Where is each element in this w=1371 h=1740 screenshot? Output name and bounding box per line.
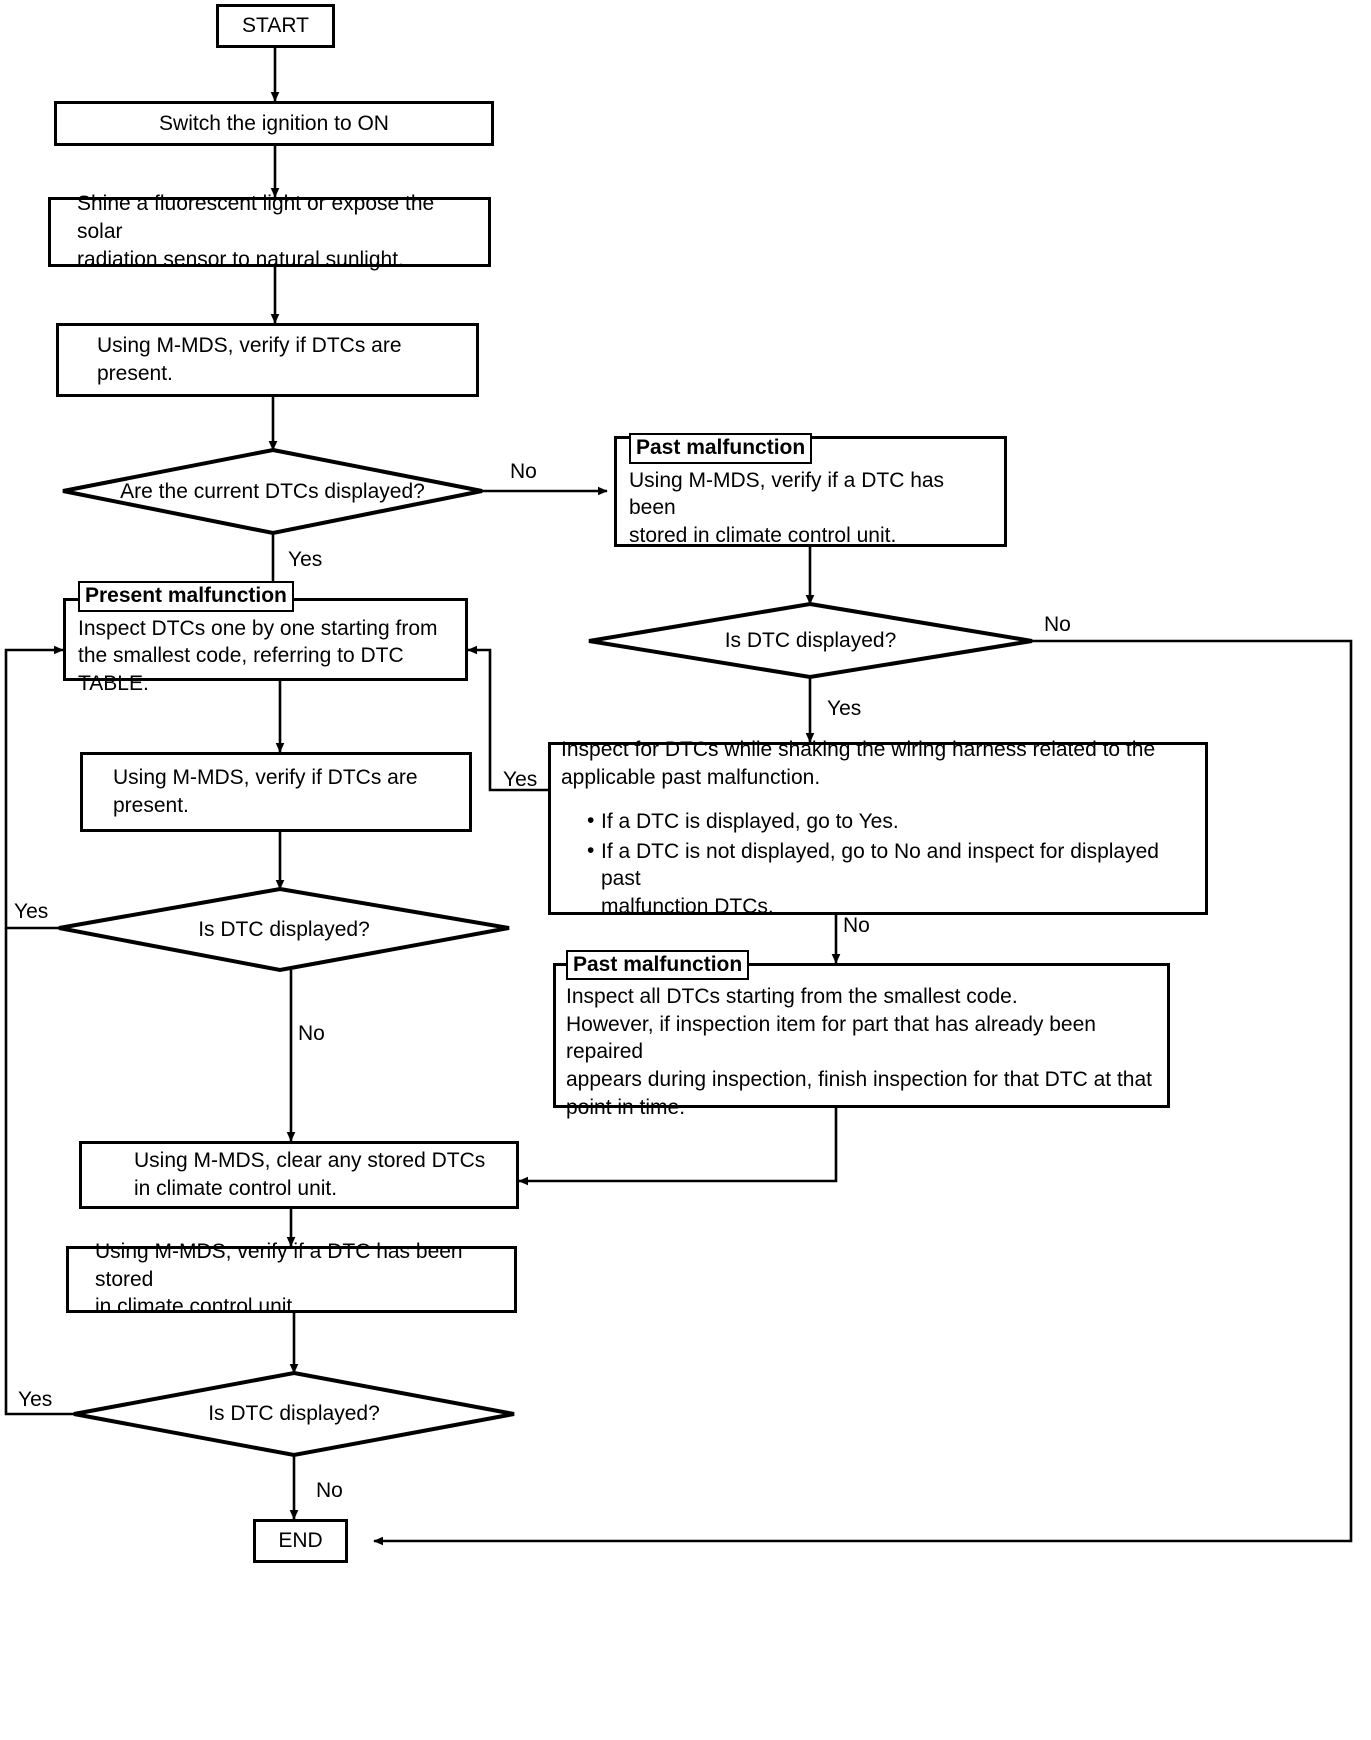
node-past-malfunction-1-body: Past malfunction Using M-MDS, verify if …	[617, 433, 1004, 549]
decision-shape-left	[58, 886, 510, 973]
decision-shape-current	[62, 447, 483, 536]
edge-label-left-yes: Yes	[14, 900, 49, 923]
node-verify-present-1-label: Using M-MDS, verify if DTCs are present.	[97, 334, 402, 385]
node-past-malfunction-1[interactable]: Past malfunction Using M-MDS, verify if …	[614, 433, 1007, 549]
bullet-item: If a DTC is displayed, go to Yes.	[587, 807, 1185, 836]
node-end[interactable]: END	[253, 1519, 348, 1563]
node-shake-harness-label: Inspect for DTCs while shaking the wirin…	[561, 738, 1156, 790]
node-shake-harness-bullets: If a DTC is displayed, go to Yes. If a D…	[561, 807, 1195, 921]
edge-shake-present-yes	[467, 645, 548, 792]
node-past-malfunction-2-label: Inspect all DTCs starting from the small…	[566, 984, 1152, 1119]
edge-label-shake-yes: Yes	[503, 768, 538, 791]
edge-label-shake-no: No	[843, 914, 870, 937]
node-present-malfunction-label: Inspect DTCs one by one starting from th…	[78, 616, 438, 695]
node-verify-present-2[interactable]: Using M-MDS, verify if DTCs are present.	[80, 752, 472, 832]
node-clear-dtcs-label: Using M-MDS, clear any stored DTCs in cl…	[134, 1149, 486, 1200]
edge-qright-end-no	[373, 639, 1353, 1546]
spacer	[561, 792, 1195, 806]
node-verify-present-1[interactable]: Using M-MDS, verify if DTCs are present.	[56, 323, 479, 397]
edge-label-left-no: No	[298, 1022, 325, 1045]
node-past-malfunction-1-tag: Past malfunction	[629, 433, 813, 464]
node-verify-stored-label: Using M-MDS, verify if a DTC has been st…	[95, 1239, 463, 1319]
node-clear-dtcs[interactable]: Using M-MDS, clear any stored DTCs in cl…	[79, 1141, 519, 1209]
node-present-malfunction[interactable]: Present malfunction Inspect DTCs one by …	[63, 581, 468, 695]
node-switch-ignition-label: Switch the ignition to ON	[159, 111, 389, 135]
node-start[interactable]: START	[216, 4, 335, 48]
edges	[4, 47, 1353, 1546]
bullet-item: If a DTC is not displayed, go to No and …	[587, 836, 1185, 921]
decision-shape-final	[73, 1370, 515, 1458]
decision-shape-right	[588, 601, 1033, 680]
node-past-malfunction-2[interactable]: Past malfunction Inspect all DTCs starti…	[553, 949, 1170, 1119]
edge-qfinal-present-yes	[4, 928, 74, 1416]
node-end-label: END	[278, 1529, 323, 1553]
node-start-label: START	[242, 14, 309, 38]
node-past-malfunction-2-tag: Past malfunction	[566, 949, 750, 980]
node-switch-ignition[interactable]: Switch the ignition to ON	[54, 101, 494, 146]
edge-label-current-yes: Yes	[288, 548, 323, 571]
edge-label-right-yes: Yes	[827, 697, 862, 720]
decision-shapes	[58, 447, 1033, 1458]
edge-label-final-yes: Yes	[18, 1388, 53, 1411]
node-verify-stored[interactable]: Using M-MDS, verify if a DTC has been st…	[66, 1240, 517, 1318]
node-present-malfunction-tag: Present malfunction	[78, 581, 294, 612]
edge-label-final-no: No	[316, 1479, 343, 1502]
node-past-malfunction-2-body: Past malfunction Inspect all DTCs starti…	[556, 949, 1167, 1122]
node-shake-harness-body: Inspect for DTCs while shaking the wirin…	[551, 736, 1205, 920]
node-verify-present-2-label: Using M-MDS, verify if DTCs are present.	[113, 766, 418, 817]
node-past-malfunction-1-label: Using M-MDS, verify if a DTC has been st…	[629, 468, 945, 547]
edge-label-current-no: No	[510, 460, 537, 483]
node-present-malfunction-body: Present malfunction Inspect DTCs one by …	[66, 581, 465, 697]
node-shine-light[interactable]: Shine a fluorescent light or expose the …	[48, 192, 491, 271]
node-shake-harness[interactable]: Inspect for DTCs while shaking the wirin…	[548, 738, 1208, 918]
edge-label-right-no: No	[1044, 613, 1071, 636]
edge-past2-clear	[518, 1108, 838, 1186]
edge-qleft-present-yes	[4, 645, 64, 930]
node-shine-light-label: Shine a fluorescent light or expose the …	[77, 192, 435, 271]
